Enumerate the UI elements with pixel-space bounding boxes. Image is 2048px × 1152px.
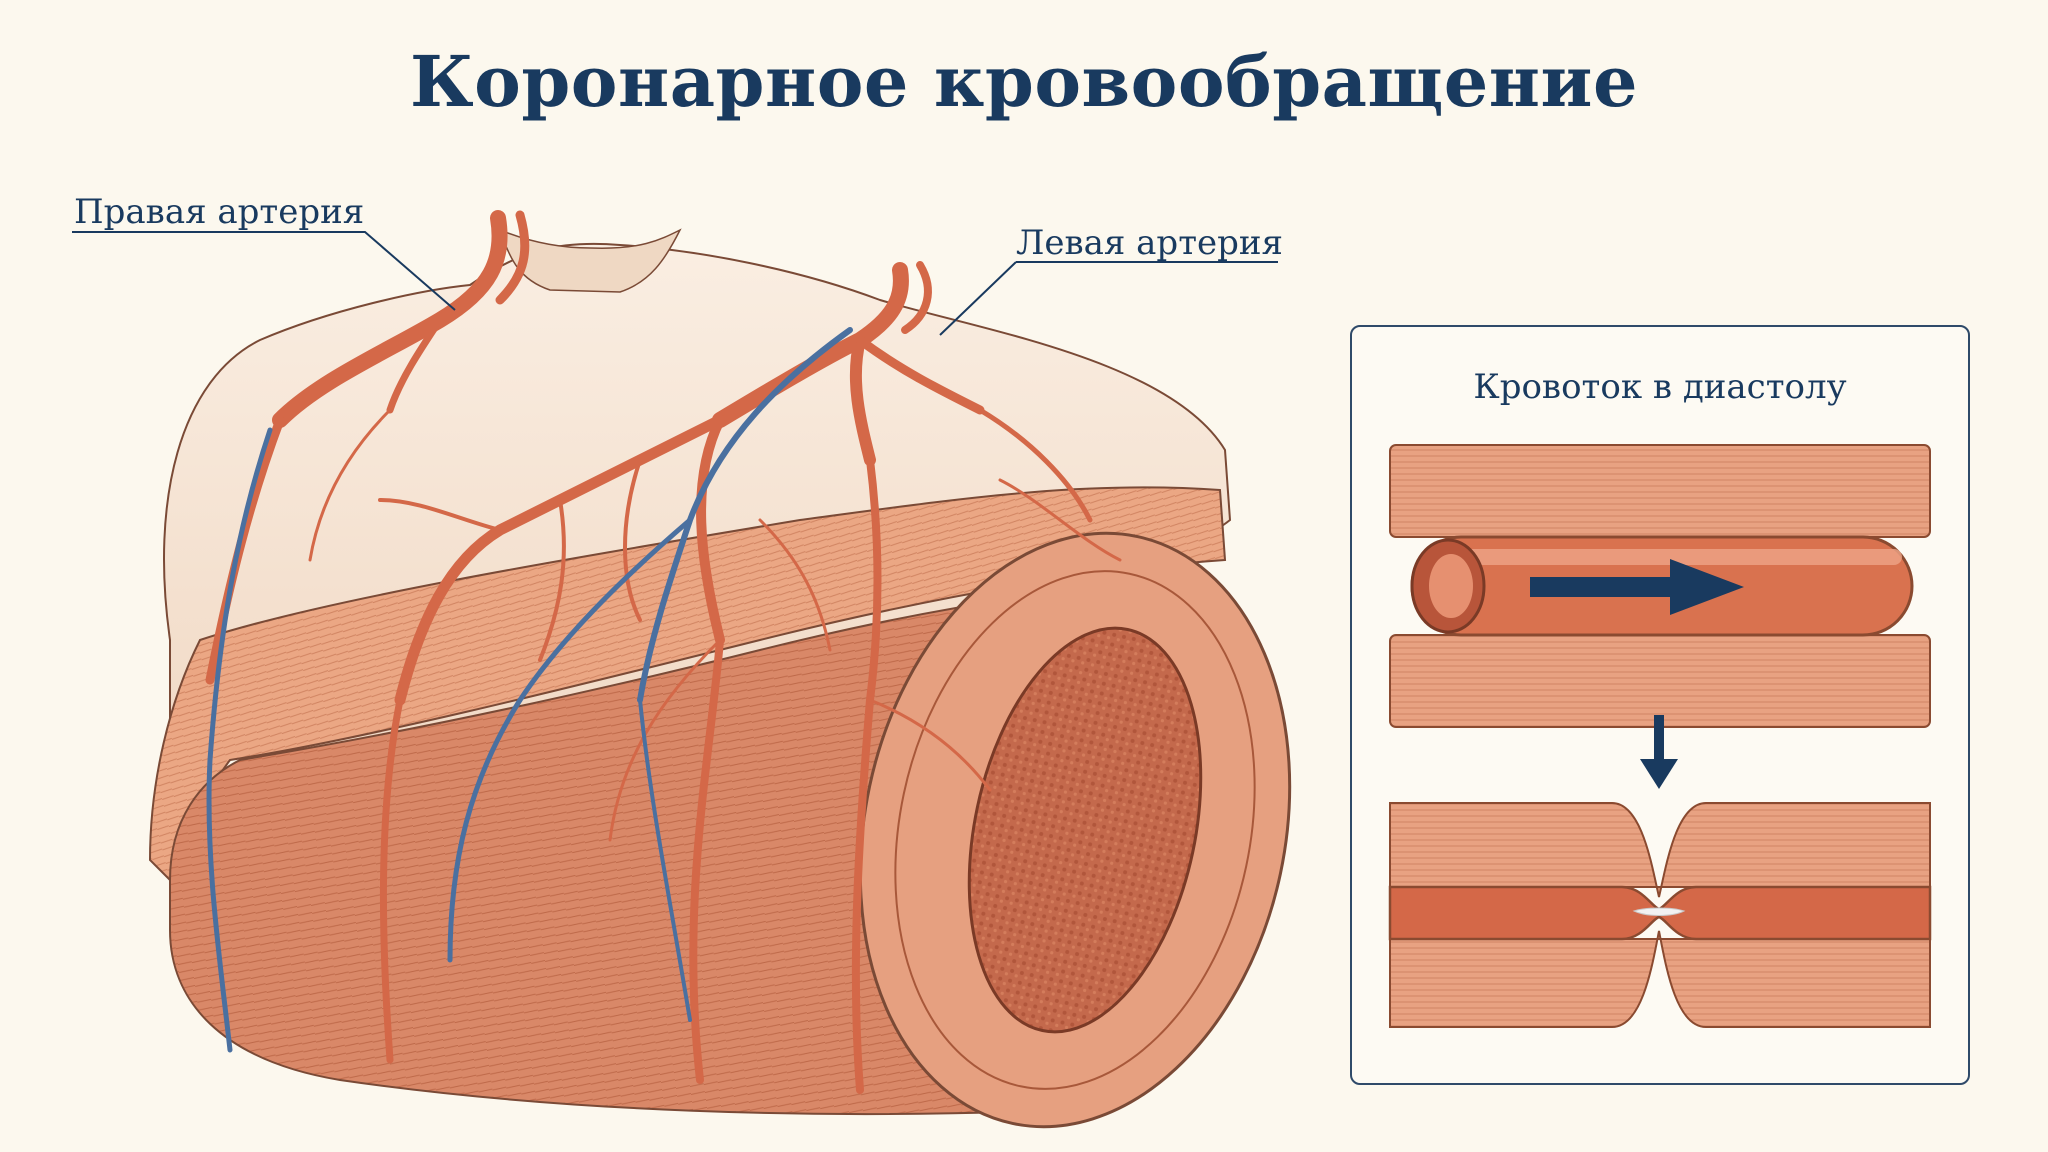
page-title: Коронарное кровообращение [409,40,1639,123]
open-vessel-highlight [1422,549,1902,565]
compression-gap [1632,907,1686,916]
myocardium-band [148,486,1227,882]
heart-illustration [72,210,1292,1129]
inset-illustration [1388,444,1932,1028]
arrow-right-icon [1530,559,1744,615]
inset-title: Кровоток в диастолу [1473,367,1847,407]
muscle-layer-top-lower [1389,634,1931,728]
aorta-root [498,228,682,293]
callout-leaders [72,231,1278,336]
left-artery-label: Левая артерия [1016,223,1284,263]
coronary-veins [206,327,853,1053]
compressed-muscle-upper [1389,802,1931,898]
ventricle-lumen [967,626,1203,1034]
coronary-arteries [205,210,1122,1094]
right-artery-label: Правая артерия [74,192,365,232]
compressed-muscle-lower [1389,930,1931,1028]
arrow-down-icon [1640,715,1678,789]
ventricle-wall-inner [894,570,1256,1090]
vessel-opening-inner [1429,554,1473,618]
diastole-flow-panel: Кровоток в диастолу [1350,325,1970,1085]
muscle-layer-top-upper [1389,444,1931,538]
